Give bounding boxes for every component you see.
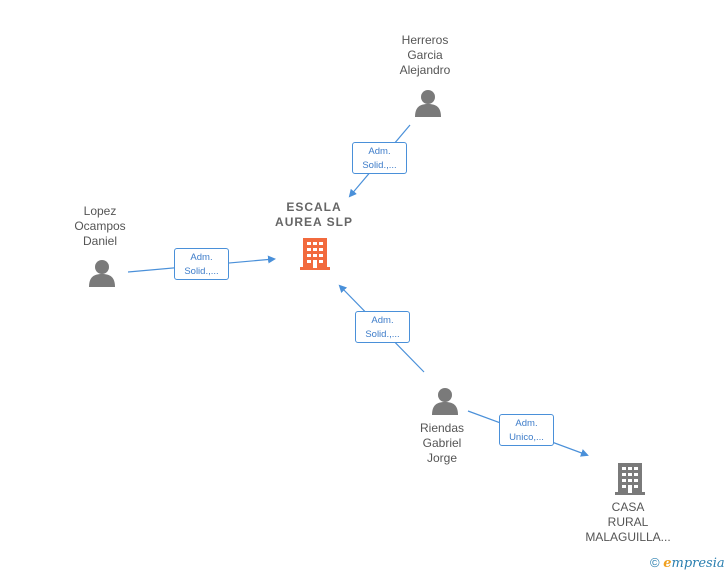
relation-role: Adm. xyxy=(515,418,538,429)
footer-watermark: © empresia xyxy=(650,555,725,571)
person-name-line: Riendas xyxy=(419,421,465,435)
relation-label-casa[interactable]: Adm. Unico,... xyxy=(499,414,554,446)
relation-role: Adm. xyxy=(190,252,213,263)
building-icon[interactable] xyxy=(299,236,331,270)
building-icon[interactable] xyxy=(614,461,646,495)
company-name-line: ESCALA xyxy=(286,200,342,214)
person-lopez-label[interactable]: Lopez Ocampos Daniel xyxy=(50,204,150,249)
relation-role: Adm. xyxy=(371,315,394,326)
person-riendas-label[interactable]: Riendas Gabriel Jorge xyxy=(392,421,492,466)
person-name-line: Gabriel xyxy=(422,436,462,450)
relation-label-lopez[interactable]: Adm. Solid.,... xyxy=(174,248,229,280)
main-company-label[interactable]: ESCALA AUREA SLP xyxy=(262,200,366,230)
relation-role: Solid.,... xyxy=(365,329,400,340)
copyright-icon: © xyxy=(650,555,660,570)
person-icon[interactable] xyxy=(431,386,459,416)
brand-logo: empresia xyxy=(663,556,725,571)
company-name-line: CASA xyxy=(611,500,645,514)
relation-role: Unico,... xyxy=(509,432,544,443)
relation-label-herreros[interactable]: Adm. Solid.,... xyxy=(352,142,407,174)
company-casa-rural-label[interactable]: CASA RURAL MALAGUILLA... xyxy=(578,500,678,545)
company-name-line: MALAGUILLA... xyxy=(585,530,671,544)
relation-role: Solid.,... xyxy=(184,266,219,277)
person-icon[interactable] xyxy=(88,258,116,288)
relation-label-riendas[interactable]: Adm. Solid.,... xyxy=(355,311,410,343)
person-name-line: Herreros xyxy=(401,33,449,47)
person-name-line: Daniel xyxy=(82,234,118,248)
person-icon[interactable] xyxy=(414,88,442,118)
person-name-line: Garcia xyxy=(407,48,443,62)
person-name-line: Lopez xyxy=(83,204,117,218)
company-name-line: RURAL xyxy=(607,515,649,529)
person-herreros-label[interactable]: Herreros Garcia Alejandro xyxy=(375,33,475,78)
relation-role: Adm. xyxy=(368,146,391,157)
person-name-line: Ocampos xyxy=(74,219,126,233)
person-name-line: Jorge xyxy=(426,451,458,465)
relation-role: Solid.,... xyxy=(362,160,397,171)
company-name-line: AUREA SLP xyxy=(275,215,353,229)
person-name-line: Alejandro xyxy=(399,63,451,77)
